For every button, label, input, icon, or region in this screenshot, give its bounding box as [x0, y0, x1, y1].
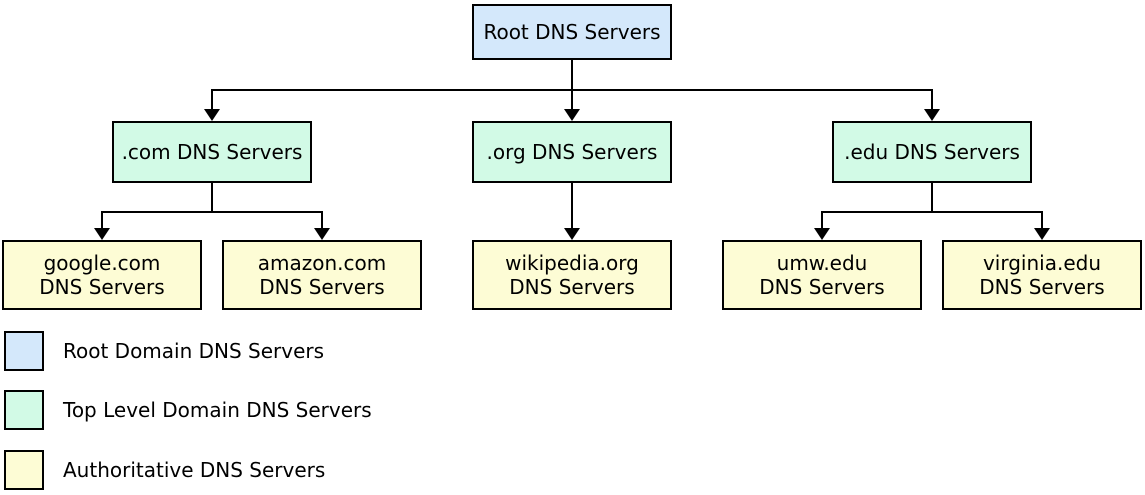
node-label-line2: DNS Servers — [39, 275, 165, 299]
legend-item-authoritative: Authoritative DNS Servers — [4, 450, 325, 490]
node-label-line1: wikipedia.org — [505, 251, 639, 275]
node-google-dns-servers: google.com DNS Servers — [2, 240, 202, 310]
legend-item-tld: Top Level Domain DNS Servers — [4, 390, 372, 430]
node-label: .edu DNS Servers — [844, 140, 1020, 164]
node-label-line1: umw.edu — [776, 251, 868, 275]
connector-line — [821, 211, 823, 230]
node-label-line2: DNS Servers — [759, 275, 885, 299]
legend-label: Authoritative DNS Servers — [63, 458, 326, 482]
arrow-down-icon — [564, 109, 580, 121]
node-label: Root DNS Servers — [483, 20, 661, 44]
node-amazon-dns-servers: amazon.com DNS Servers — [222, 240, 422, 310]
node-label: .org DNS Servers — [486, 140, 658, 164]
legend-label: Top Level Domain DNS Servers — [63, 398, 372, 422]
node-com-dns-servers: .com DNS Servers — [112, 121, 312, 183]
node-label: .com DNS Servers — [121, 140, 303, 164]
node-label-line2: DNS Servers — [979, 275, 1105, 299]
node-root-dns-servers: Root DNS Servers — [472, 4, 672, 60]
arrow-down-icon — [564, 228, 580, 240]
legend-swatch-tld — [4, 390, 44, 430]
legend-swatch-authoritative — [4, 450, 44, 490]
arrow-down-icon — [814, 228, 830, 240]
node-edu-dns-servers: .edu DNS Servers — [832, 121, 1032, 183]
connector-line — [101, 211, 323, 213]
connector-line — [101, 211, 103, 230]
arrow-down-icon — [314, 228, 330, 240]
arrow-down-icon — [94, 228, 110, 240]
node-virginia-dns-servers: virginia.edu DNS Servers — [942, 240, 1142, 310]
arrow-down-icon — [924, 109, 940, 121]
node-label-line1: virginia.edu — [982, 251, 1102, 275]
node-wikipedia-dns-servers: wikipedia.org DNS Servers — [472, 240, 672, 310]
connector-line — [321, 211, 323, 230]
node-label-line2: DNS Servers — [509, 275, 635, 299]
connector-line — [571, 60, 573, 91]
node-label-line1: amazon.com — [257, 251, 387, 275]
legend-swatch-root — [4, 331, 44, 371]
arrow-down-icon — [1034, 228, 1050, 240]
node-label-line1: google.com — [43, 251, 161, 275]
arrow-down-icon — [204, 109, 220, 121]
connector-line — [211, 89, 213, 111]
connector-line — [571, 183, 573, 230]
connector-line — [931, 89, 933, 111]
connector-line — [1041, 211, 1043, 230]
connector-line — [211, 183, 213, 213]
legend-label: Root Domain DNS Servers — [63, 339, 325, 363]
legend-item-root: Root Domain DNS Servers — [4, 331, 324, 371]
connector-line — [821, 211, 1043, 213]
node-org-dns-servers: .org DNS Servers — [472, 121, 672, 183]
connector-line — [571, 89, 573, 111]
node-label-line2: DNS Servers — [259, 275, 385, 299]
connector-line — [931, 183, 933, 213]
node-umw-dns-servers: umw.edu DNS Servers — [722, 240, 922, 310]
